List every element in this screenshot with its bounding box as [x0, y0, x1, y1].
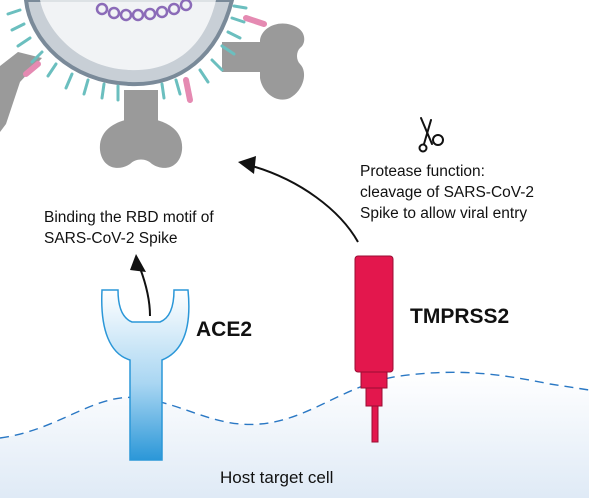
rbd-label-line1: Binding the RBD motif of	[44, 209, 214, 226]
teal-membrane-proteins	[6, 4, 248, 102]
cell-membrane	[0, 371, 589, 439]
scissors-icon	[418, 117, 444, 153]
viral-rna	[95, 0, 193, 22]
protease-label-line1: Protease function:	[360, 163, 485, 180]
protease-label-line2: cleavage of SARS-CoV-2	[360, 184, 535, 201]
spike-protein-left	[0, 52, 42, 132]
virus-particle	[0, 0, 305, 168]
binding-arrow	[130, 254, 151, 317]
protease-label-line3: Spike to allow viral entry	[360, 205, 528, 222]
spike-protein-bottom	[99, 90, 183, 168]
pink-membrane-proteins	[23, 15, 267, 103]
ace2-receptor	[101, 289, 190, 461]
cleavage-arrow	[238, 156, 359, 243]
ace2-label: ACE2	[196, 318, 253, 341]
rbd-label-line2: SARS-CoV-2 Spike	[44, 230, 178, 247]
tmprss2-label: TMPRSS2	[410, 305, 510, 328]
spike-protein-right	[222, 23, 305, 100]
tmprss2-protease	[354, 255, 394, 443]
protease-function-label: Protease function: cleavage of SARS-CoV-…	[360, 161, 534, 224]
rbd-binding-label: Binding the RBD motif of SARS-CoV-2 Spik…	[44, 207, 214, 249]
host-cell-label: Host target cell	[220, 468, 334, 487]
